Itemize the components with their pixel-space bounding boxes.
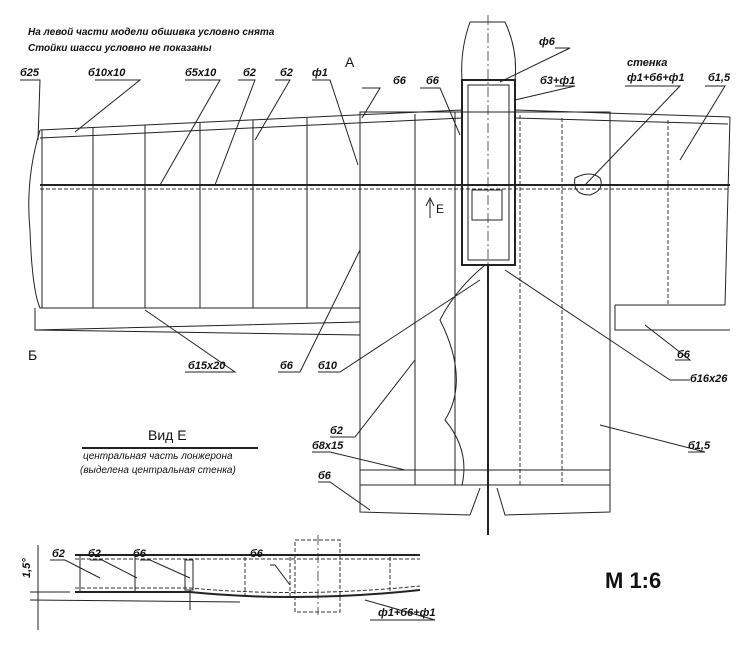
fuselage-center-box — [461, 79, 516, 266]
label: б16х26 — [690, 373, 728, 385]
label: б2 — [88, 548, 101, 560]
section-mark-b: Б — [28, 347, 38, 363]
label: б6 — [280, 360, 293, 372]
label: б6 — [677, 349, 690, 361]
left-aileron — [34, 308, 361, 336]
scale-label: М 1:6 — [605, 568, 662, 593]
label: б6 — [426, 75, 439, 87]
label: б2 — [52, 548, 65, 560]
label: б2 — [330, 425, 343, 437]
label: ф1+б6+ф1 — [627, 72, 685, 84]
right-wing-outline — [514, 109, 731, 331]
left-ribs — [41, 112, 456, 485]
view-e-mark: Е — [436, 202, 445, 216]
view-e-arrow — [425, 196, 435, 218]
view-e-title: Вид Е — [148, 427, 187, 443]
label: ф6 — [539, 36, 555, 48]
label: б10 — [318, 360, 338, 372]
label: б6 — [250, 548, 263, 560]
wall-callout — [574, 173, 602, 196]
fuel-tank-line — [439, 264, 486, 486]
section-mark-a: А — [345, 54, 355, 70]
label: б6 — [393, 75, 406, 87]
label: б8х15 — [312, 440, 344, 452]
label: б3+ф1 — [540, 75, 576, 87]
note-skin-removed: На левой части модели обшивка условно сн… — [28, 27, 275, 38]
view-e-subtitle: центральная часть лонжерона — [83, 451, 233, 462]
angle-label: 1,5° — [21, 558, 33, 578]
label: б6 — [133, 548, 146, 560]
label: б5х10 — [185, 67, 217, 79]
note-landing-gear: Стойки шасси условно не показаны — [28, 43, 212, 54]
leader-lines — [20, 47, 726, 511]
label: б2 — [243, 67, 256, 79]
right-ribs-hidden — [519, 115, 669, 485]
label: ф1 — [312, 67, 328, 79]
left-wing-outline — [28, 109, 463, 309]
label: б10х10 — [88, 67, 126, 79]
label: б1,5 — [708, 72, 731, 84]
label: ф1+б6+ф1 — [378, 607, 436, 619]
fuselage-nose — [461, 21, 516, 81]
view-e-subtitle: (выделена центральная стенка) — [80, 465, 236, 476]
center-section — [359, 111, 611, 486]
label: б6 — [318, 470, 331, 482]
label: б15х20 — [188, 360, 226, 372]
flaps — [359, 485, 611, 516]
label: б2 — [280, 67, 293, 79]
label: б1,5 — [688, 440, 711, 452]
view-e-section — [29, 535, 436, 630]
label: стенка — [627, 57, 668, 69]
label: б25 — [20, 67, 40, 79]
